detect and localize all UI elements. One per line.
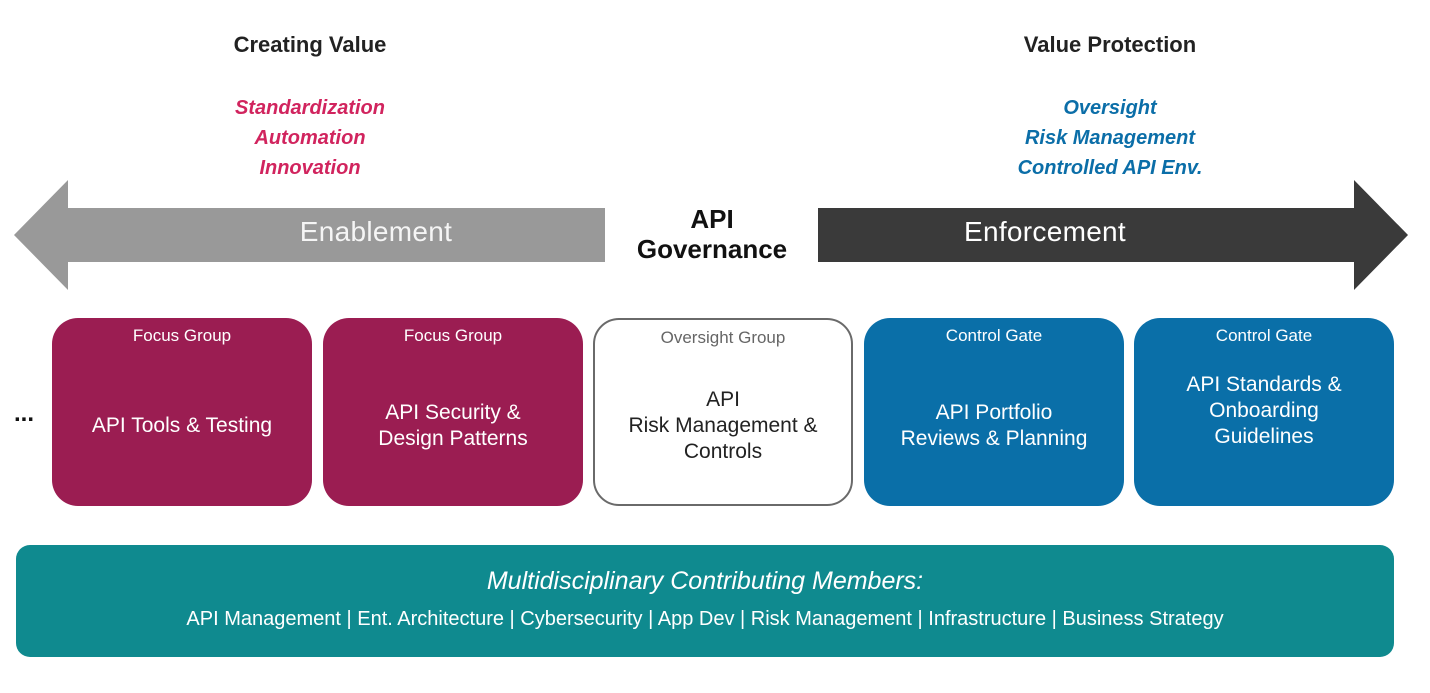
center-title-line: API	[690, 204, 734, 234]
card-api-security-design: Focus Group API Security & Design Patter…	[323, 318, 583, 506]
enablement-label: Enablement	[299, 216, 453, 247]
list-item: Risk Management	[1024, 127, 1196, 149]
list-item: Innovation	[259, 157, 361, 179]
banner-title: Multidisciplinary Contributing Members:	[486, 567, 924, 595]
card-subtitle: Focus Group	[403, 326, 503, 345]
card-subtitle: Control Gate	[945, 326, 1043, 345]
banner-members-list: API Management | Ent. Architecture | Cyb…	[186, 608, 1224, 630]
value-protection-list: Oversight Risk Management Controlled API…	[930, 93, 1290, 183]
card-title: API Security & Design Patterns	[378, 401, 528, 450]
card-api-risk-management: Oversight Group API Risk Management & Co…	[593, 318, 853, 506]
enablement-arrow	[14, 180, 605, 290]
card-api-portfolio-reviews: Control Gate API Portfolio Reviews & Pla…	[864, 318, 1124, 506]
card-subtitle: Focus Group	[132, 326, 232, 345]
card-title: API Tools & Testing	[91, 414, 273, 437]
enforcement-label: Enforcement	[963, 216, 1127, 247]
card-title: API Standards & Onboarding Guidelines	[1186, 373, 1342, 448]
card-title: API Risk Management & Controls	[628, 388, 818, 463]
contributing-members-banner: Multidisciplinary Contributing Members: …	[16, 545, 1394, 657]
list-item: Controlled API Env.	[1017, 157, 1203, 179]
list-item: Oversight	[1063, 97, 1157, 119]
card-subtitle: Oversight Group	[660, 328, 786, 347]
arrows-graphic	[14, 180, 1408, 290]
card-title: API Portfolio Reviews & Planning	[900, 401, 1088, 450]
card-api-tools-testing: Focus Group API Tools & Testing	[52, 318, 312, 506]
creating-value-heading: Creating Value	[233, 32, 387, 57]
more-ellipsis: ...	[14, 400, 35, 427]
card-subtitle: Control Gate	[1215, 326, 1313, 345]
center-title-line: Governance	[636, 234, 788, 264]
card-api-standards-onboarding: Control Gate API Standards & Onboarding …	[1134, 318, 1394, 506]
value-protection-heading: Value Protection	[1023, 32, 1197, 57]
list-item: Standardization	[234, 97, 385, 119]
api-governance-title: API Governance	[602, 204, 822, 264]
list-item: Automation	[254, 127, 366, 149]
creating-value-list: Standardization Automation Innovation	[130, 93, 490, 183]
enforcement-arrow	[818, 180, 1408, 290]
